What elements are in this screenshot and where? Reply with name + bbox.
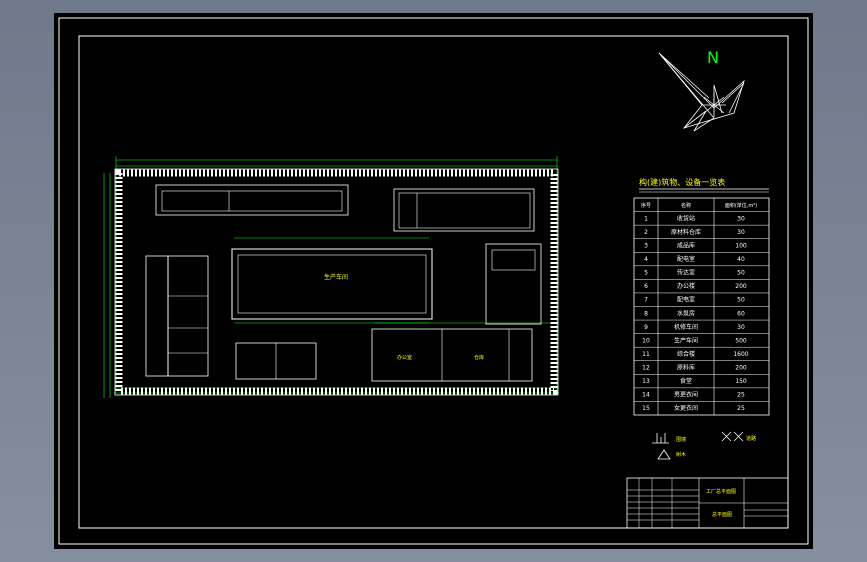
top-right-building-inner: [398, 192, 531, 229]
table-cell: 4: [644, 256, 648, 263]
table-cell: 13: [642, 378, 650, 385]
table-cell: 综合楼: [677, 350, 695, 358]
table-cell: 50: [737, 297, 745, 304]
table-cell: 5: [644, 270, 648, 277]
table-header-cell: 名称: [681, 202, 691, 209]
legend-label-tree: 树木: [676, 451, 686, 458]
production-workshop-inner: [237, 254, 427, 314]
equipment-table: 构(建)筑物、设备一览表 序号 名称 面积(单位,m²) 1 收货站 30 2 原材料仓库 30…: [633, 177, 770, 416]
table-cell: 50: [737, 270, 745, 277]
table-cell: 1600: [733, 351, 748, 358]
table-cell: 500: [735, 337, 747, 344]
left-rooms: [167, 255, 209, 377]
table-cell: 7: [644, 297, 648, 304]
table-cell: 100: [735, 242, 747, 249]
fence-icon: [652, 433, 669, 444]
bottom-right-building: [371, 328, 533, 382]
table-cell: 成品库: [677, 241, 695, 249]
legend-label-fence: 围墙: [676, 436, 686, 443]
site-boundary-outer: [114, 168, 559, 396]
dimension-lines: [103, 156, 559, 398]
table-cell: 60: [737, 310, 745, 317]
table-cell: 200: [735, 365, 747, 372]
top-right-building: [393, 188, 535, 232]
table-cell: 40: [737, 256, 745, 263]
table-cell: 14: [642, 392, 650, 399]
title-block-project: 工厂总平面图: [706, 488, 736, 495]
table-cell: 6: [644, 283, 648, 290]
table-cell: 原料库: [677, 364, 695, 372]
table-cell: 水泵房: [677, 309, 695, 317]
road-icon: [721, 431, 744, 442]
table-cell: 生产车间: [674, 336, 698, 344]
equipment-table-rows: 序号 名称 面积(单位,m²) 1 收货站 30 2 原材料仓库 30 3 成品库 100 4 配电室 40…: [634, 202, 769, 412]
top-left-building: [155, 184, 349, 216]
left-building: [145, 255, 169, 377]
floor-plan: 生产车间 办公室 仓库: [114, 168, 559, 396]
table-cell: 男更衣间: [674, 391, 698, 399]
right-building: [485, 243, 542, 325]
north-arrow: [658, 52, 745, 132]
table-cell: 收货站: [677, 214, 695, 222]
table-cell: 200: [735, 283, 747, 290]
office-label: 办公室: [397, 354, 412, 361]
table-cell: 9: [644, 324, 648, 331]
table-cell: 女更衣间: [674, 404, 698, 412]
table-header-cell: 面积(单位,m²): [725, 202, 757, 209]
table-cell: 25: [737, 405, 745, 412]
table-cell: 25: [737, 392, 745, 399]
table-cell: 30: [737, 215, 745, 222]
table-cell: 3: [644, 242, 648, 249]
legend-label-road: 道路: [746, 435, 756, 442]
inner-frame: [78, 35, 789, 529]
table-cell: 传达室: [677, 269, 695, 277]
table-cell: 机修车间: [674, 323, 698, 331]
table-cell: 30: [737, 324, 745, 331]
table-cell: 食堂: [680, 377, 692, 385]
table-cell: 1: [644, 215, 648, 222]
drawing-sheet: N: [54, 13, 813, 549]
title-block: 工厂总平面图 总平面图: [626, 477, 789, 529]
table-cell: 办公楼: [677, 282, 695, 290]
table-cell: 30: [737, 229, 745, 236]
table-header-cell: 序号: [641, 202, 651, 209]
table-cell: 2: [644, 229, 648, 236]
outer-frame: [58, 17, 809, 545]
equipment-table-title: 构(建)筑物、设备一览表: [639, 177, 725, 187]
warehouse-label: 仓库: [474, 354, 484, 361]
table-cell: 原材料仓库: [671, 228, 701, 236]
production-workshop-label: 生产车间: [324, 273, 348, 281]
table-cell: 配电室: [677, 255, 695, 263]
legend: 围墙 树木 道路: [652, 431, 756, 460]
top-left-building-inner: [161, 190, 343, 212]
table-cell: 配电室: [677, 296, 695, 304]
table-cell: 15: [642, 405, 650, 412]
table-cell: 12: [642, 365, 650, 372]
table-cell: 10: [642, 337, 650, 344]
tree-icon: [657, 449, 671, 460]
north-label: N: [707, 48, 719, 67]
table-cell: 150: [735, 378, 747, 385]
table-cell: 11: [642, 351, 650, 358]
table-cell: 8: [644, 310, 648, 317]
production-workshop: [231, 248, 433, 320]
drawing-canvas: N: [58, 17, 809, 545]
title-block-sheet: 总平面图: [712, 511, 732, 518]
site-boundary-wall: [115, 169, 558, 395]
